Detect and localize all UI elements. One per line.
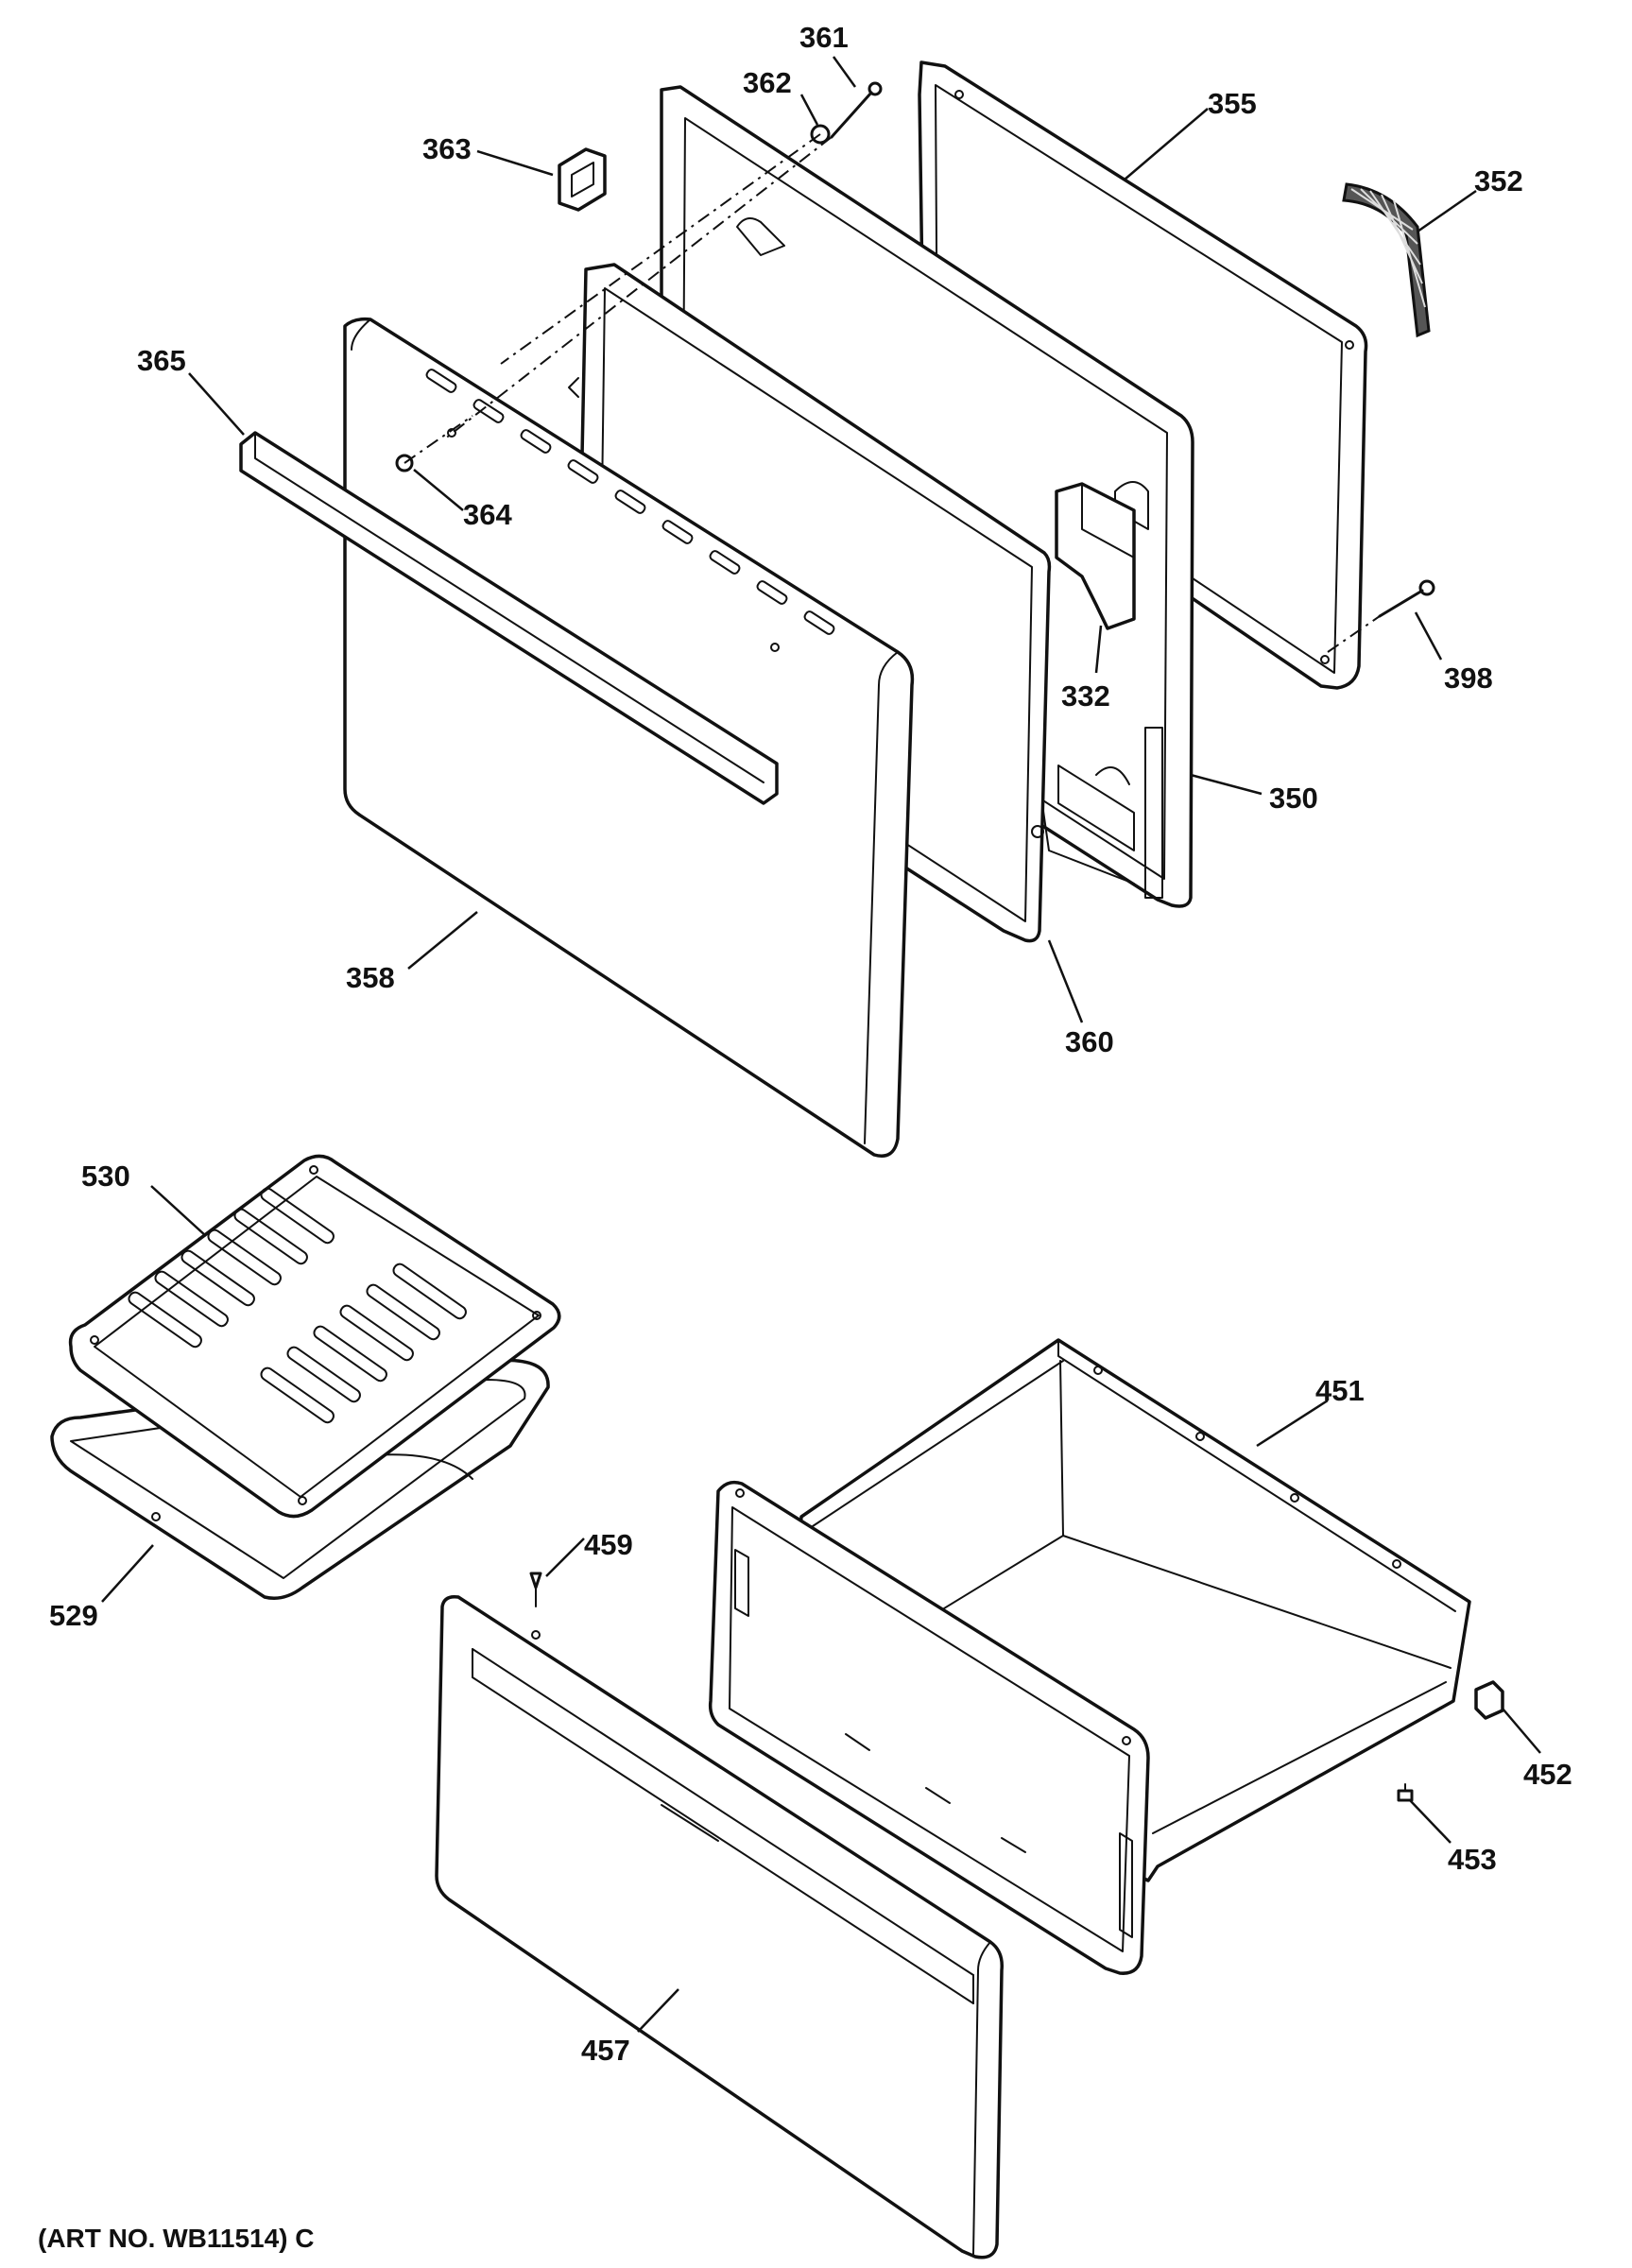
alignment-lines: [404, 133, 1381, 653]
part-352-door-gasket: [1342, 182, 1431, 338]
part-362-nut: [810, 124, 831, 145]
callout-363: 363: [422, 132, 472, 165]
callout-358: 358: [346, 961, 395, 994]
part-355-door-liner: [906, 60, 1368, 690]
callout-452: 452: [1523, 1758, 1572, 1791]
part-398-screw: [1378, 579, 1435, 618]
part-452-clip: [1474, 1680, 1504, 1720]
part-363-latch-bracket: [558, 147, 607, 212]
part-530-broiler-grid: [68, 1154, 561, 1519]
callout-398: 398: [1444, 662, 1493, 695]
part-365-door-handle: [239, 431, 779, 805]
callout-364: 364: [463, 498, 512, 531]
callout-350: 350: [1269, 782, 1318, 815]
callout-451: 451: [1315, 1374, 1365, 1407]
part-453-screw: [1397, 1783, 1414, 1802]
part-361-screw: [830, 81, 883, 139]
callout-529: 529: [49, 1599, 98, 1632]
part-332-insulation: [1055, 482, 1136, 630]
callout-360: 360: [1065, 1025, 1114, 1058]
part-459-screw: [529, 1572, 542, 1640]
part-364-handle-screw: [395, 454, 414, 472]
callout-453: 453: [1448, 1843, 1497, 1876]
door-vent-slots: [425, 369, 835, 635]
callout-352: 352: [1474, 164, 1523, 198]
part-457-drawer-front: [435, 1594, 1004, 2259]
callout-361: 361: [799, 21, 849, 54]
callout-457: 457: [581, 2034, 630, 2067]
grid-slots: [128, 1187, 467, 1424]
callout-labels: 361 362 355 363 352 365 364 332 398 350 …: [49, 21, 1572, 2067]
callout-362: 362: [743, 66, 792, 99]
leader-lines: [101, 56, 1541, 2033]
callout-365: 365: [137, 344, 186, 377]
callout-355: 355: [1208, 87, 1257, 120]
callout-332: 332: [1061, 679, 1110, 713]
part-358-outer-door-panel: [343, 317, 915, 1158]
part-451-drawer-side: [708, 1480, 1150, 1975]
art-number: (ART NO. WB11514) C: [38, 2224, 315, 2253]
callout-459: 459: [584, 1528, 633, 1561]
callout-530: 530: [81, 1160, 130, 1193]
